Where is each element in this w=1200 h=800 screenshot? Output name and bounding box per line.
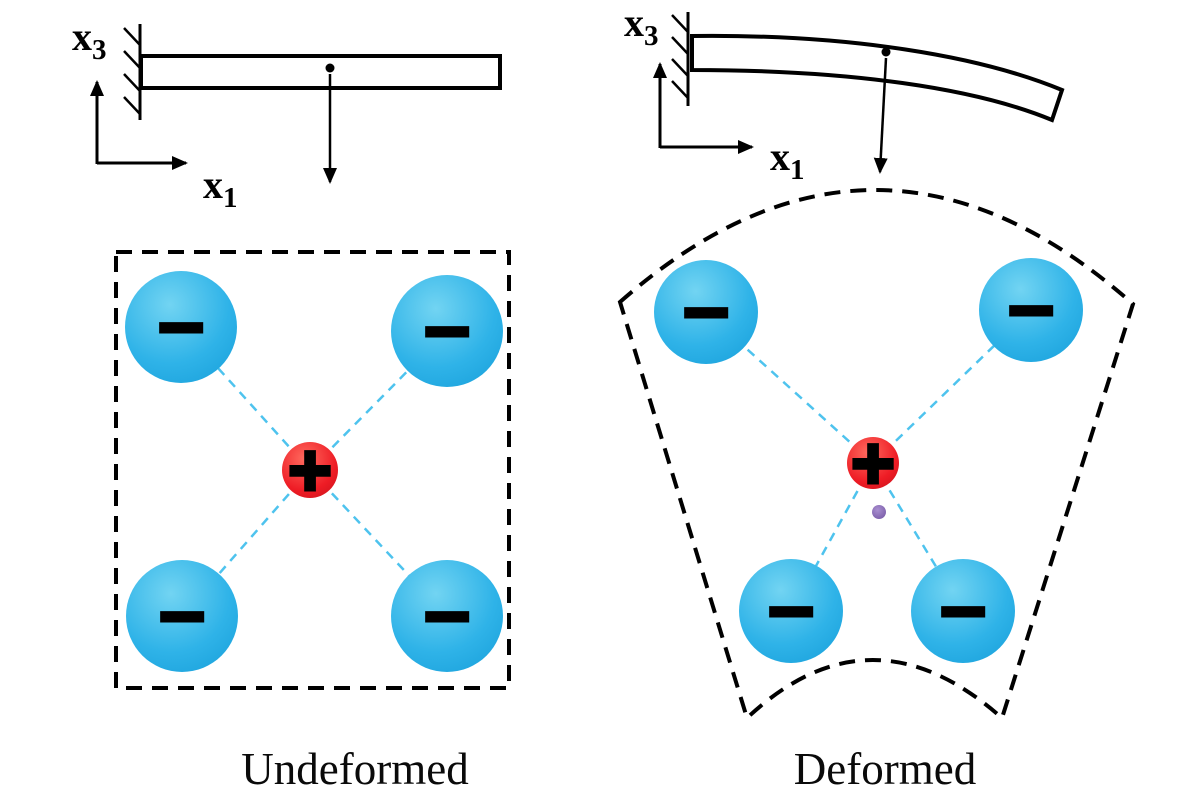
minus-symbol: − xyxy=(420,294,474,368)
unit-cell-outline xyxy=(617,188,1136,722)
x1-axis-label: x1 xyxy=(203,162,238,214)
minus-symbol: − xyxy=(154,290,208,364)
minus-symbol: − xyxy=(420,579,474,653)
negative-charge: − xyxy=(654,260,758,364)
minus-symbol: − xyxy=(936,574,990,648)
deformed-unit-cell: − − − − + xyxy=(617,188,1136,722)
undeformed-unit-cell: − − − − + xyxy=(114,250,511,690)
negative-charge: − xyxy=(125,271,237,383)
minus-symbol: − xyxy=(1004,273,1058,347)
cantilever-beam xyxy=(139,54,502,90)
positive-ion-circle xyxy=(282,442,338,498)
negative-ion-circle xyxy=(654,260,758,364)
minus-symbol: − xyxy=(764,574,818,648)
beam-point-marker xyxy=(881,47,891,57)
bond-line xyxy=(705,311,874,464)
caption-deformed: Deformed xyxy=(794,744,976,794)
bond-line xyxy=(789,462,875,612)
negative-ion-circle xyxy=(125,271,237,383)
negative-charge: − xyxy=(391,560,503,672)
negative-ion-circle xyxy=(391,560,503,672)
negative-ion-circle xyxy=(979,258,1083,362)
dipole-offset-dot xyxy=(872,505,886,519)
positive-charge: + xyxy=(846,426,900,499)
plus-symbol: + xyxy=(286,435,335,503)
negative-ion-circle xyxy=(911,559,1015,663)
x1-axis-label: x1 xyxy=(770,134,805,186)
plus-symbol: + xyxy=(849,428,898,496)
bent-cantilever-beam xyxy=(690,33,1065,123)
negative-charge: − xyxy=(739,559,843,663)
positive-ion-circle xyxy=(847,437,899,489)
negative-ion-circle xyxy=(391,275,503,387)
minus-symbol: − xyxy=(679,275,733,349)
positive-charge: + xyxy=(282,433,338,506)
deformed-beam-diagram: x3 x1 xyxy=(624,0,1065,186)
negative-charge: − xyxy=(979,258,1083,362)
beam-point-marker xyxy=(325,63,335,73)
x3-axis-label: x3 xyxy=(72,14,107,66)
wall-hatch-lines xyxy=(671,14,689,99)
caption-undeformed: Undeformed xyxy=(241,744,468,794)
undeformed-beam-diagram: x3 x1 xyxy=(72,14,502,214)
negative-charge: − xyxy=(391,275,503,387)
negative-ion-circle xyxy=(739,559,843,663)
negative-ion-circle xyxy=(126,560,238,672)
minus-symbol: − xyxy=(155,579,209,653)
wall-hatch-lines xyxy=(123,27,141,115)
x3-axis-label: x3 xyxy=(624,0,659,52)
negative-charge: − xyxy=(126,560,238,672)
unit-cell-outline xyxy=(114,250,511,690)
negative-charge: − xyxy=(911,559,1015,663)
force-arrow xyxy=(873,57,888,174)
